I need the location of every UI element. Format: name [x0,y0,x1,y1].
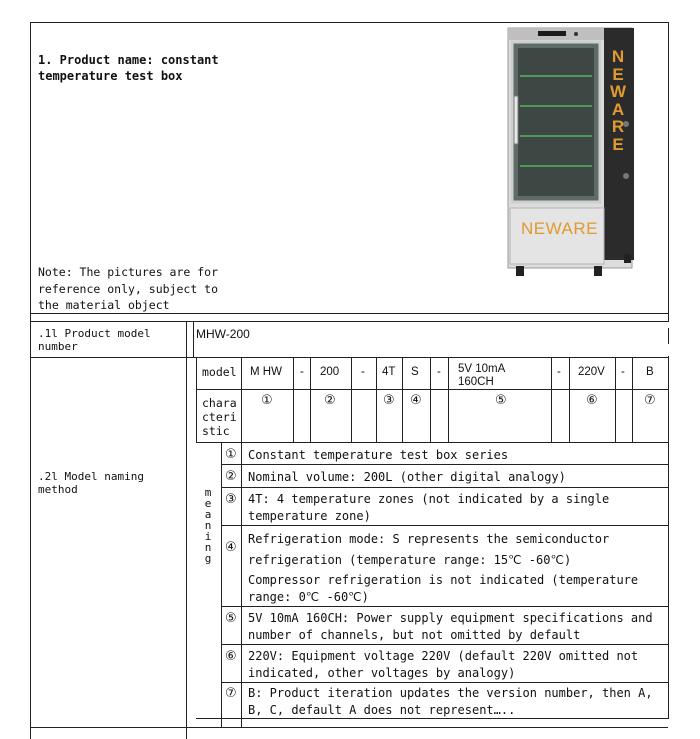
brand-logo-side: NEWARE [609,47,627,154]
model-row-label: model [202,365,237,379]
test-box-image [507,27,634,276]
meaning-num-3: ③ [225,492,237,507]
meaning-num-6: ⑥ [225,649,237,664]
meaning-num-5: ⑤ [225,611,237,626]
naming-method-label: .2l Model naming method [38,470,144,496]
model-part-refrigeration: S [411,366,419,378]
char-marker-6: ⑥ [586,393,598,408]
char-marker-5: ⑤ [495,393,507,408]
meaning-label: meaning [204,486,212,565]
char-marker-1: ① [261,393,273,408]
meaning-text-2: Nominal volume: 200L (other digital anal… [248,470,566,484]
meaning-num-7: ⑦ [225,686,237,701]
model-part-dash: - [361,366,365,378]
characteristic-row-label: chara cteri stic [202,396,237,438]
model-part-series: M HW [250,366,282,378]
brand-logo-front: NEWARE [521,219,598,238]
model-part-dash: - [621,366,625,378]
meaning-text-3: 4T: 4 temperature zones (not indicated b… [248,492,610,523]
char-marker-4: ④ [410,393,422,408]
model-number-value: MHW-200 [196,327,250,341]
char-marker-3: ③ [383,393,395,408]
meaning-num-4: ④ [225,540,237,555]
model-part-version: B [646,366,654,378]
model-part-volume: 200 [320,366,340,378]
model-part-voltage: 220V [578,366,605,378]
picture-note: Note: The pictures are for reference onl… [38,265,219,312]
model-part-dash: - [557,366,561,378]
meaning-num-1: ① [225,447,237,462]
model-part-zones: 4T [382,366,396,378]
model-part-dash: - [300,366,304,378]
char-marker-2: ② [324,393,336,408]
meaning-text-7: B: Product iteration updates the version… [248,686,653,717]
model-part-power-spec: 5V 10mA 160CH [458,363,506,388]
meaning-text-5: 5V 10mA 160CH: Power supply equipment sp… [248,611,653,642]
model-number-label: .1l Product model number [38,327,151,353]
meaning-num-2: ② [225,469,237,484]
meaning-text-4b: Compressor refrigeration is not indicate… [248,573,639,604]
char-marker-7: ⑦ [644,393,656,408]
meaning-text-4: Refrigeration mode: S represents the sem… [248,532,610,567]
model-part-dash: - [437,366,441,378]
product-name-title: 1. Product name: constant temperature te… [38,53,219,83]
meaning-text-1: Constant temperature test box series [248,448,509,462]
meaning-text-6: 220V: Equipment voltage 220V (default 22… [248,649,639,680]
